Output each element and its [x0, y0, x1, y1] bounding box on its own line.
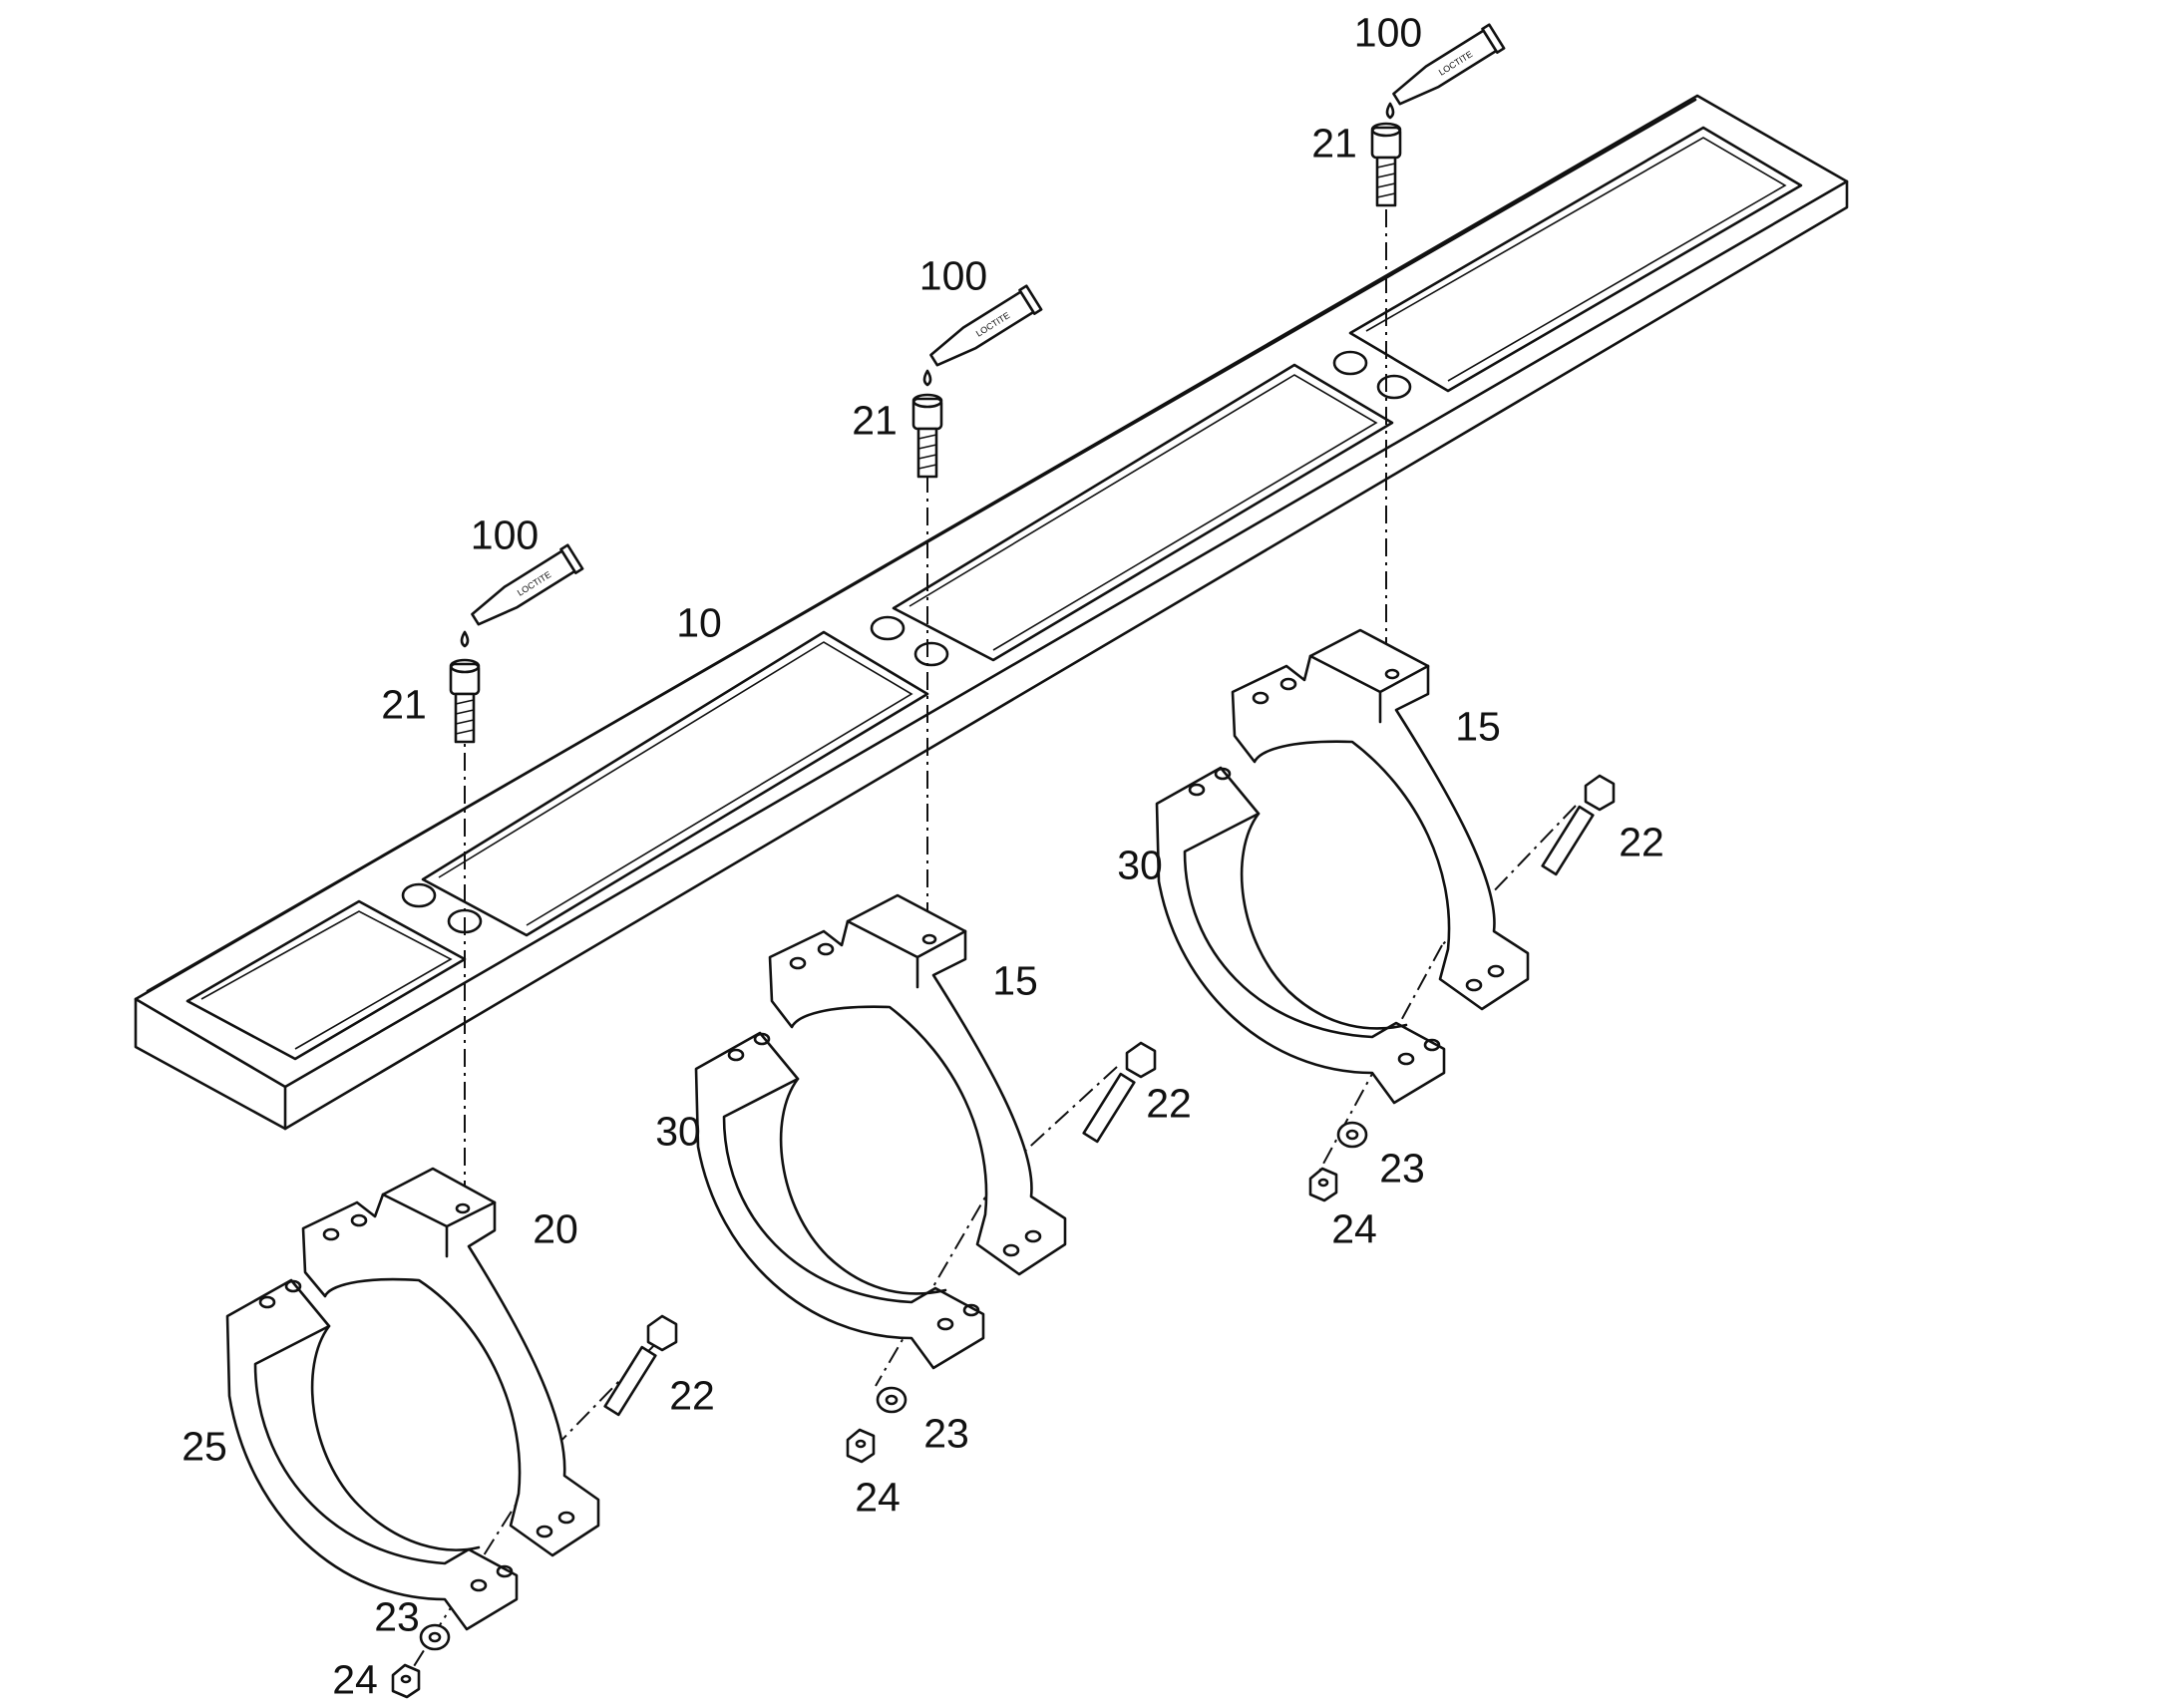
adhesive-drop-right — [1385, 102, 1395, 120]
callout-nut-left: 24 — [332, 1656, 378, 1703]
callout-bolt-left: 22 — [669, 1372, 715, 1419]
washer-left — [419, 1623, 451, 1651]
callout-nut-right: 24 — [1331, 1205, 1377, 1252]
callout-screw-middle: 21 — [852, 397, 898, 444]
callout-washer-middle: 23 — [923, 1410, 969, 1457]
clamp-cap-right — [1155, 766, 1446, 1105]
washer-right — [1336, 1121, 1368, 1149]
frame-bar — [134, 94, 1849, 1131]
adhesive-drop-left — [460, 630, 470, 648]
callout-screw-right: 21 — [1311, 120, 1357, 167]
callout-nut-middle: 24 — [855, 1474, 901, 1521]
clamp-bracket-right — [1231, 628, 1530, 1011]
nut-right — [1308, 1167, 1338, 1202]
callout-screw-left: 21 — [381, 681, 427, 728]
socket-screw-left — [449, 658, 481, 744]
callout-cap-middle: 30 — [655, 1108, 701, 1155]
nut-middle — [846, 1428, 876, 1464]
clamp-bracket-lower-left — [301, 1167, 600, 1557]
callout-washer-right: 23 — [1379, 1145, 1425, 1192]
hex-bolt-left — [603, 1314, 678, 1417]
callout-bracket-middle: 15 — [992, 957, 1038, 1004]
adhesive-tube-middle: LOCTITE — [929, 284, 1043, 367]
hex-bolt-right — [1541, 774, 1616, 876]
clamp-cap-left — [225, 1278, 519, 1631]
socket-screw-middle — [911, 393, 943, 479]
clamp-cap-middle — [694, 1031, 985, 1370]
socket-screw-right — [1370, 122, 1402, 207]
callout-frame: 10 — [676, 599, 722, 646]
callout-adhesive-middle: 100 — [918, 252, 988, 299]
adhesive-tube-left: LOCTITE — [471, 543, 584, 626]
washer-middle — [876, 1386, 908, 1414]
callout-washer-left: 23 — [374, 1593, 420, 1640]
hex-bolt-middle — [1082, 1041, 1157, 1144]
nut-left — [391, 1663, 421, 1699]
callout-bolt-right: 22 — [1619, 819, 1664, 865]
adhesive-tube-right: LOCTITE — [1392, 23, 1506, 106]
callout-bracket-right: 15 — [1455, 703, 1501, 750]
callout-cap-left: 25 — [182, 1423, 227, 1470]
clamp-bracket-middle — [768, 893, 1067, 1276]
callout-adhesive-left: 100 — [470, 512, 540, 558]
callout-bracket-lower-left: 20 — [533, 1205, 578, 1252]
adhesive-drop-middle — [922, 369, 932, 387]
callout-cap-right: 30 — [1117, 842, 1163, 888]
callout-adhesive-right: 100 — [1353, 9, 1423, 56]
callout-bolt-middle: 22 — [1146, 1080, 1192, 1127]
